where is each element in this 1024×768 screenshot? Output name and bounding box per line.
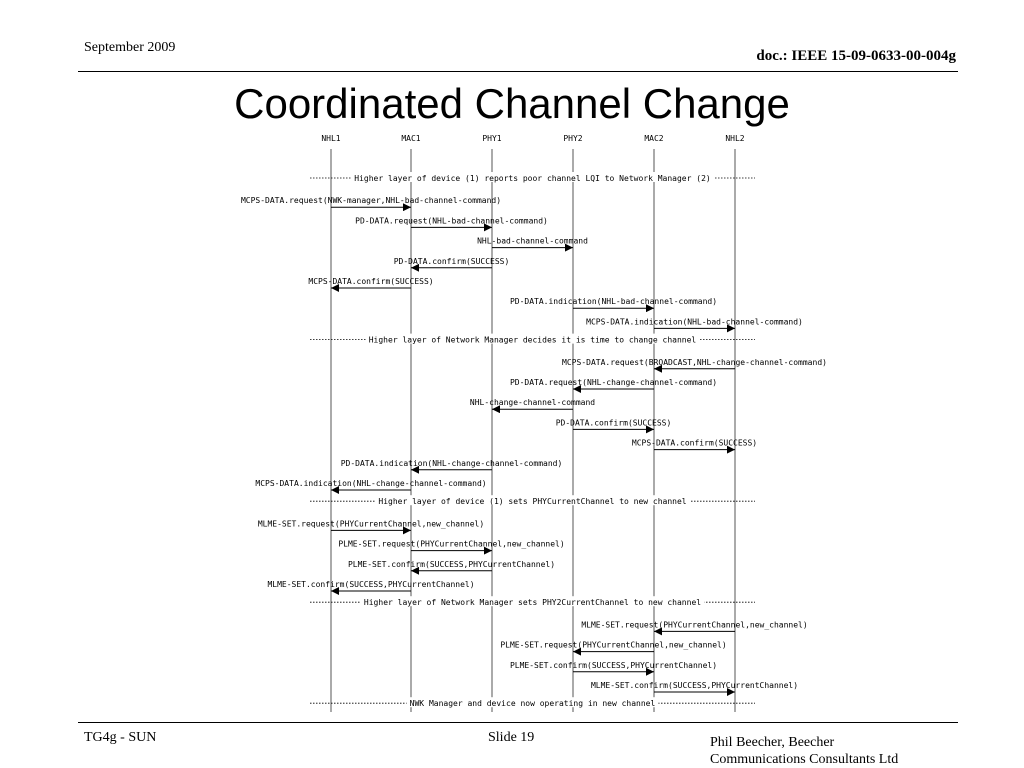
message-label: MLME-SET.request(PHYCurrentChannel,new_c… bbox=[258, 519, 484, 528]
note-text: Higher layer of device (1) sets PHYCurre… bbox=[378, 497, 686, 506]
participant-mac1: MAC1 bbox=[401, 134, 420, 143]
note-text: Higher layer of device (1) reports poor … bbox=[354, 174, 710, 183]
message-label: PLME-SET.confirm(SUCCESS,PHYCurrentChann… bbox=[348, 560, 555, 569]
footer-author-line2: Communications Consultants Ltd bbox=[710, 752, 899, 767]
message-label: MCPS-DATA.confirm(SUCCESS) bbox=[308, 277, 433, 286]
message-label: PD-DATA.confirm(SUCCESS) bbox=[556, 418, 672, 427]
message-label: MLME-SET.confirm(SUCCESS,PHYCurrentChann… bbox=[591, 681, 798, 690]
footer-divider bbox=[78, 722, 958, 723]
message-label: PD-DATA.request(NHL-change-channel-comma… bbox=[510, 378, 717, 387]
participant-nhl1: NHL1 bbox=[321, 134, 340, 143]
participant-phy2: PHY2 bbox=[563, 134, 582, 143]
message-label: NHL-bad-channel-command bbox=[477, 237, 588, 246]
message-label: PD-DATA.indication(NHL-change-channel-co… bbox=[341, 459, 563, 468]
footer-slide-number: Slide 19 bbox=[488, 730, 535, 745]
header-divider bbox=[78, 71, 958, 72]
message-label: MCPS-DATA.confirm(SUCCESS) bbox=[632, 439, 757, 448]
footer-author: Phil Beecher, Beecher Communications Con… bbox=[710, 734, 950, 768]
message-label: MCPS-DATA.indication(NHL-change-channel-… bbox=[255, 479, 486, 488]
footer-group: TG4g - SUN bbox=[84, 730, 157, 745]
note-background bbox=[365, 333, 700, 344]
footer-author-line1: Phil Beecher, Beecher bbox=[710, 735, 835, 750]
participant-nhl2: NHL2 bbox=[725, 134, 744, 143]
message-label: PD-DATA.confirm(SUCCESS) bbox=[394, 257, 510, 266]
header-date: September 2009 bbox=[84, 40, 176, 55]
message-label: NHL-change-channel-command bbox=[470, 398, 595, 407]
message-label: PLME-SET.request(PHYCurrentChannel,new_c… bbox=[338, 540, 564, 549]
note-text: Higher layer of Network Manager sets PHY… bbox=[364, 598, 701, 607]
message-label: MCPS-DATA.indication(NHL-bad-channel-com… bbox=[586, 317, 803, 326]
slide-title: Coordinated Channel Change bbox=[234, 80, 790, 127]
note-text: Higher layer of Network Manager decides … bbox=[369, 336, 697, 345]
message-label: MCPS-DATA.request(NWK-manager,NHL-bad-ch… bbox=[241, 196, 501, 205]
note-background bbox=[375, 495, 690, 506]
participant-mac2: MAC2 bbox=[644, 134, 663, 143]
header-doc-id: doc.: IEEE 15-09-0633-00-004g bbox=[756, 48, 956, 64]
note-background bbox=[351, 172, 714, 182]
message-label: PD-DATA.request(NHL-bad-channel-command) bbox=[355, 216, 548, 225]
participant-phy1: PHY1 bbox=[482, 134, 501, 143]
note-text: NWK Manager and device now operating in … bbox=[410, 699, 656, 708]
note-background bbox=[360, 596, 705, 607]
message-label: PD-DATA.indication(NHL-bad-channel-comma… bbox=[510, 297, 717, 306]
message-label: MCPS-DATA.request(BROADCAST,NHL-change-c… bbox=[562, 358, 827, 367]
message-label: MLME-SET.request(PHYCurrentChannel,new_c… bbox=[581, 620, 807, 629]
message-label: MLME-SET.confirm(SUCCESS,PHYCurrentChann… bbox=[267, 580, 474, 589]
message-label: PLME-SET.confirm(SUCCESS,PHYCurrentChann… bbox=[510, 661, 717, 670]
message-label: PLME-SET.request(PHYCurrentChannel,new_c… bbox=[500, 641, 726, 650]
note-background bbox=[406, 697, 659, 708]
